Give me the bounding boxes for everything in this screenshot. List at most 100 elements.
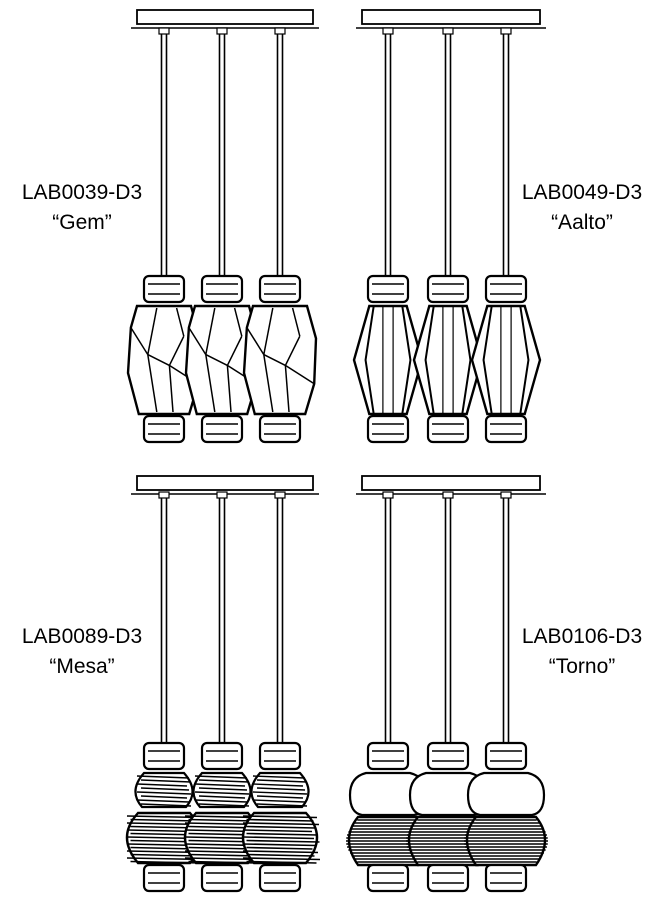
shade-aalto-2 xyxy=(470,304,542,416)
fixture-gem: LAB0039-D3 “Gem” xyxy=(0,0,332,458)
shade-weave xyxy=(188,818,256,822)
holder-body xyxy=(484,863,528,893)
holder-aalto-bottom-0 xyxy=(366,414,410,444)
cord-aalto-1 xyxy=(442,27,454,276)
shade-mesa-0 xyxy=(125,771,205,865)
shade-outline xyxy=(242,304,318,416)
holder-mesa-bottom-2 xyxy=(258,863,302,893)
cord-aalto-2 xyxy=(500,27,512,276)
shade-facet xyxy=(147,307,158,355)
holder-mesa-top-1 xyxy=(200,741,244,771)
holder-torno-top-1 xyxy=(426,741,470,771)
cord-grip xyxy=(442,27,454,35)
shade-weave xyxy=(242,843,317,847)
shade-weave xyxy=(242,836,315,840)
fixture-gem-code: LAB0039-D3 xyxy=(21,181,143,204)
holder-body xyxy=(366,274,410,304)
holder-aalto-top-1 xyxy=(426,274,470,304)
fixture-gem-label: LAB0039-D3 “Gem” xyxy=(6,178,158,238)
fixture-aalto-label: LAB0049-D3 “Aalto” xyxy=(502,178,662,238)
cord-grip xyxy=(274,27,286,35)
cord-aalto-0 xyxy=(382,27,394,276)
holder-body xyxy=(484,274,528,304)
shade-facet xyxy=(168,365,174,413)
shade-weave xyxy=(130,860,201,864)
cord-grip xyxy=(158,27,170,35)
canopy-plate xyxy=(136,475,314,491)
shade-facet xyxy=(233,307,243,337)
shade-torno-0 xyxy=(346,771,430,867)
holder-body xyxy=(142,863,186,893)
shade-facet xyxy=(168,335,185,366)
pendant-mesa-drawing xyxy=(125,475,321,893)
pendant-aalto-drawing xyxy=(352,9,546,444)
holder-gem-top-1 xyxy=(200,274,244,304)
shade-weave xyxy=(188,846,255,850)
shade-weave xyxy=(246,853,315,857)
shade-facet xyxy=(263,354,274,413)
shade-facet xyxy=(424,305,435,415)
shade-mesa-2 xyxy=(241,771,321,865)
shade-weave xyxy=(136,791,192,795)
holder-body xyxy=(142,414,186,444)
cord-torno-1 xyxy=(442,491,454,743)
shade-facet xyxy=(205,354,216,413)
cord-grip xyxy=(216,491,228,499)
fixture-torno-name: “Torno” xyxy=(548,655,616,678)
holder-body xyxy=(258,274,302,304)
fixture-torno-code: LAB0106-D3 xyxy=(521,625,643,648)
shade-aalto-0 xyxy=(352,304,424,416)
holder-body xyxy=(426,863,470,893)
holder-torno-top-2 xyxy=(484,741,528,771)
cord-gem-1 xyxy=(216,27,228,276)
shade-facet xyxy=(284,335,301,366)
holder-gem-bottom-2 xyxy=(258,414,302,444)
shade-weave xyxy=(246,839,320,843)
fixture-torno-label: LAB0106-D3 “Torno” xyxy=(502,622,662,682)
fixture-gem-name: “Gem” xyxy=(52,211,112,234)
shade-mesa-1 xyxy=(183,771,263,865)
shade-facet xyxy=(188,327,207,355)
shade-facet xyxy=(263,353,286,367)
holder-gem-top-2 xyxy=(258,274,302,304)
cord-grip xyxy=(216,27,228,35)
canopy-gem xyxy=(131,9,319,29)
shade-torno-2 xyxy=(464,771,548,867)
shade-outline xyxy=(412,304,484,416)
pendant-gem-drawing xyxy=(126,9,319,444)
shade-facet xyxy=(461,305,472,415)
holder-gem-bottom-0 xyxy=(142,414,186,444)
cord-gem-0 xyxy=(158,27,170,276)
shade-weave xyxy=(252,791,308,795)
shade-weave xyxy=(246,832,318,836)
holder-mesa-bottom-1 xyxy=(200,863,244,893)
shade-facet xyxy=(147,354,158,413)
shade-weave xyxy=(252,783,304,787)
holder-body xyxy=(142,741,186,771)
holder-body xyxy=(426,274,470,304)
shade-weave xyxy=(126,857,205,861)
shade-weave xyxy=(194,791,250,795)
cord-grip xyxy=(158,491,170,499)
shade-weave xyxy=(126,815,202,819)
shade-weave xyxy=(184,815,260,819)
shade-facet xyxy=(226,335,243,366)
fixture-aalto: LAB0049-D3 “Aalto” xyxy=(332,0,664,458)
holder-body xyxy=(200,863,244,893)
holder-torno-bottom-0 xyxy=(366,863,410,893)
shade-outline xyxy=(470,304,542,416)
shade-weave xyxy=(242,815,318,819)
shade-weave xyxy=(198,779,250,783)
holder-body xyxy=(426,741,470,771)
shade-facet xyxy=(401,305,412,415)
holder-body xyxy=(366,741,410,771)
holder-mesa-bottom-0 xyxy=(142,863,186,893)
holder-torno-bottom-2 xyxy=(484,863,528,893)
fixture-torno: LAB0106-D3 “Torno” xyxy=(332,458,664,916)
cord-grip xyxy=(442,491,454,499)
holder-body xyxy=(426,414,470,444)
holder-gem-top-0 xyxy=(142,274,186,304)
holder-body xyxy=(258,741,302,771)
shade-weave xyxy=(246,825,316,829)
shade-facet xyxy=(226,365,232,413)
